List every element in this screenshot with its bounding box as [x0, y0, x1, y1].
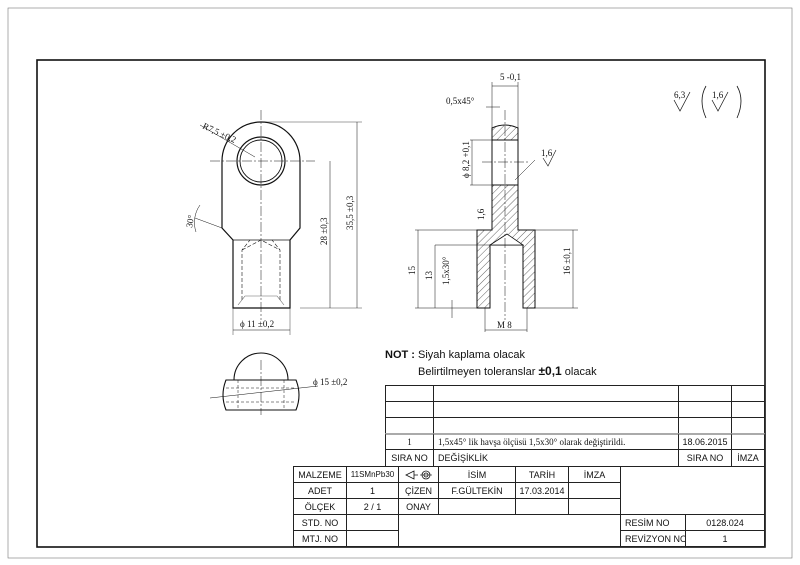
- date-header: TARİH: [515, 466, 569, 483]
- rev-cell: [731, 401, 765, 418]
- front-view: [194, 110, 362, 335]
- qty-value: 1: [346, 482, 399, 499]
- drawing-no-label: RESİM NO: [620, 514, 686, 531]
- outer-border: [7, 7, 793, 559]
- width-5-dimension: 5 -0,1: [500, 72, 521, 82]
- diameter-15-dimension: ϕ 15 ±0,2: [313, 377, 347, 387]
- angle-dimension: 30°: [184, 214, 196, 229]
- rev-row-date: 18.06.2015: [678, 433, 732, 450]
- material-label: MALZEME: [293, 466, 347, 483]
- roughness-paren-icon: [711, 91, 729, 112]
- sign-header: İMZA: [568, 466, 621, 483]
- parentheses-icon: [701, 85, 742, 119]
- note-text-2a: Belirtilmeyen toleranslar: [418, 366, 536, 378]
- roughness-shaft: 1,6: [476, 208, 486, 220]
- height-28-dimension: 28 ±0,3: [319, 217, 329, 245]
- material-value: 11SMnPb30: [346, 466, 399, 483]
- rev-header-sign: İMZA: [731, 449, 765, 467]
- rev-cell: [433, 417, 679, 434]
- rev-cell: [385, 417, 434, 434]
- rev-cell: [678, 417, 732, 434]
- chamfer-bottom-dimension: 1,5x30°: [441, 256, 451, 285]
- roughness-hole: 1,6: [541, 148, 553, 158]
- name-header: İSİM: [438, 466, 516, 483]
- approved-date: [515, 498, 569, 515]
- std-no-value: [346, 514, 399, 531]
- roughness-paren: 1,6: [712, 90, 724, 100]
- note-text-1: Siyah kaplama olacak: [418, 349, 526, 361]
- diameter-11-dimension: ϕ 11 ±0,2: [240, 319, 274, 329]
- roughness-general: 6,3: [674, 90, 686, 100]
- height-16-dimension: 16 ±0,1: [562, 248, 572, 275]
- approved-sign: [568, 498, 621, 515]
- scale-label: ÖLÇEK: [293, 498, 347, 515]
- scale-value: 2 / 1: [346, 498, 399, 515]
- revision-no-label: REVİZYON NO: [620, 530, 686, 547]
- mtj-no-value: [346, 530, 399, 547]
- diameter-8-2-dimension: ϕ 8,2 +0,1: [461, 141, 471, 178]
- bottom-view: [209, 352, 319, 415]
- title-area: [620, 466, 765, 515]
- drawn-date: 17.03.2014: [515, 482, 569, 499]
- rev-cell: [678, 401, 732, 418]
- rev-cell: [385, 385, 434, 402]
- mtj-no-label: MTJ. NO: [293, 530, 347, 547]
- drawn-label: ÇİZEN: [398, 482, 439, 499]
- rev-header-change: DEĞİŞİKLİK: [433, 449, 679, 467]
- note-line-2: Belirtilmeyen toleranslar ±0,1 olacak: [418, 364, 597, 378]
- roughness-hole-icon: [542, 149, 557, 167]
- note-text-2c: olacak: [564, 366, 597, 378]
- rev-row-no: 1: [385, 433, 434, 450]
- thread-dimension: M 8: [497, 320, 512, 330]
- drawing-frame: [36, 59, 766, 548]
- drawn-name: F.GÜLTEKİN: [438, 482, 516, 499]
- note-tolerance: ±0,1: [538, 364, 562, 378]
- note-label: NOT :: [385, 349, 415, 361]
- rev-cell: [433, 401, 679, 418]
- chamfer-top-dimension: 0,5x45°: [446, 96, 475, 106]
- revision-no-value: 1: [685, 530, 765, 547]
- height-15-dimension: 15: [407, 266, 417, 276]
- rev-cell: [385, 401, 434, 418]
- rev-row-sign: [731, 433, 765, 450]
- rev-cell: [731, 385, 765, 402]
- height-13-dimension: 13: [424, 271, 434, 281]
- rev-header-no: SIRA NO: [385, 449, 434, 467]
- height-35-dimension: 35,5 ±0,3: [345, 195, 355, 230]
- qty-label: ADET: [293, 482, 347, 499]
- drawn-sign: [568, 482, 621, 499]
- rev-cell: [433, 385, 679, 402]
- approved-name: [438, 498, 516, 515]
- note-line-1: NOT : Siyah kaplama olacak: [385, 349, 525, 361]
- radius-dimension: R7,5 ±0,2: [201, 121, 238, 145]
- approved-label: ONAY: [398, 498, 439, 515]
- rev-cell: [678, 385, 732, 402]
- std-no-label: STD. NO: [293, 514, 347, 531]
- section-view: [415, 82, 578, 332]
- rev-cell: [731, 417, 765, 434]
- rev-row-change: 1,5x45° lik havşa ölçüsü 1,5x30° olarak …: [433, 433, 679, 450]
- projection-symbol-icon: [398, 466, 439, 483]
- rev-header-date: SIRA NO: [678, 449, 732, 467]
- blank-area: [398, 514, 621, 547]
- drawing-no-value: 0128.024: [685, 514, 765, 531]
- roughness-general-icon: [673, 91, 691, 112]
